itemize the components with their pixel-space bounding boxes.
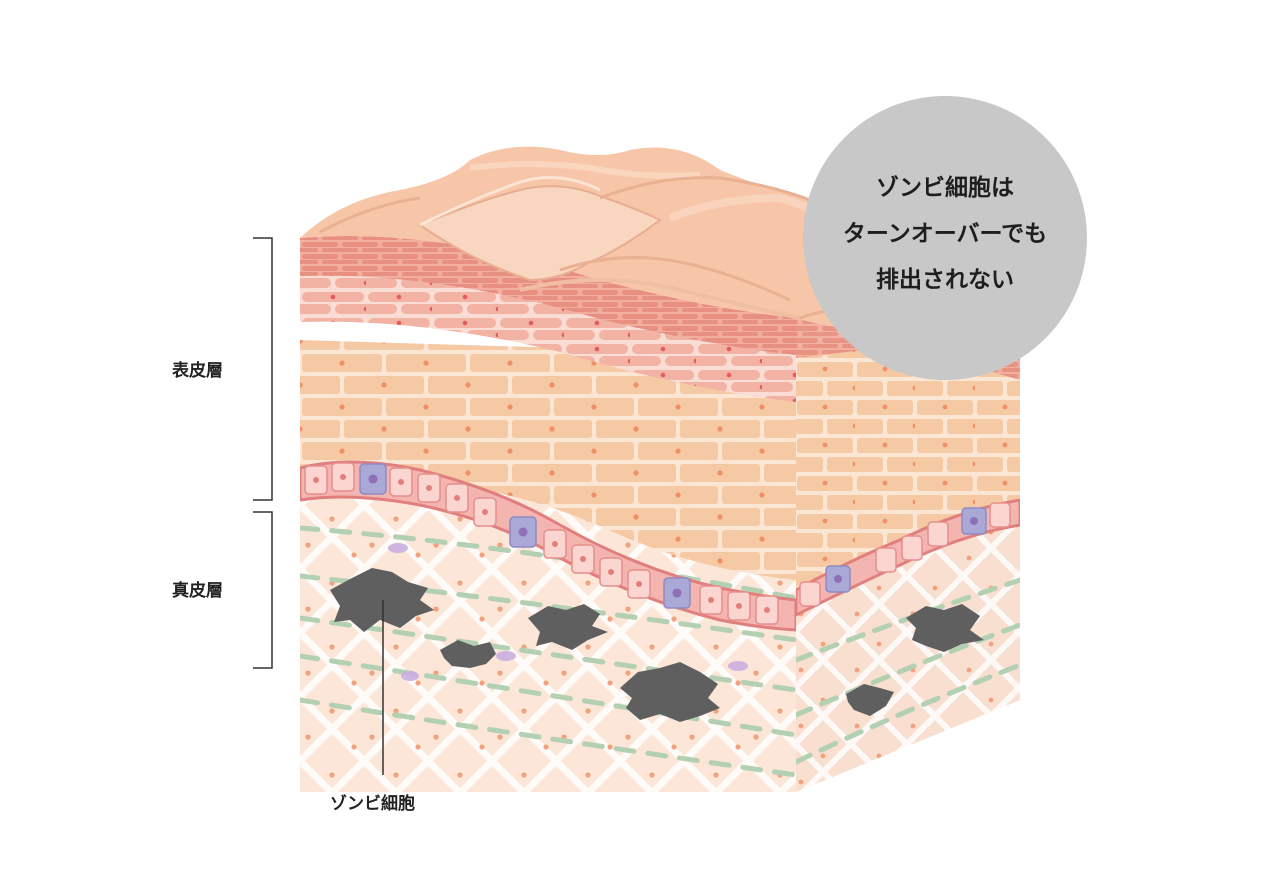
layer-brackets [253,237,384,775]
dermis-label: 真皮層 [172,581,223,601]
zombie-cell-icon [330,568,720,722]
callout-line-2: ターンオーバーでも [842,221,1048,247]
zombie-cell-label: ゾンビ細胞 [330,794,415,814]
dermis-bracket [253,511,273,669]
callout-bubble [803,96,1087,380]
callout-text: ゾンビ細胞は ターンオーバーでも 排出されない [800,165,1090,303]
epidermis-label: 表皮層 [172,361,223,381]
callout-line-3: 排出されない [876,267,1014,293]
callout-line-1: ゾンビ細胞は [876,175,1014,201]
epidermis-bracket [253,237,273,501]
front-face [300,236,796,792]
